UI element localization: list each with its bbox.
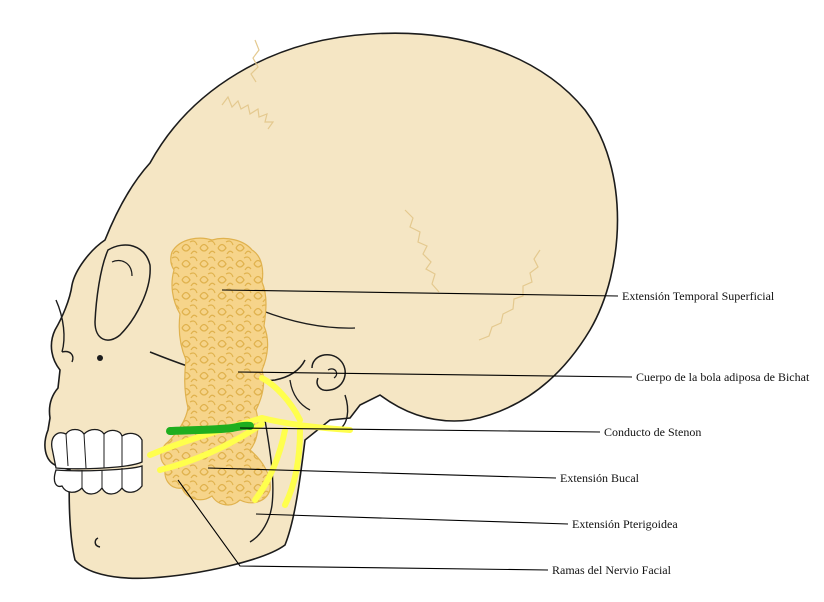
label-pterygoid-extension: Extensión Pterigoidea [572, 517, 678, 531]
skull [45, 33, 618, 578]
label-temporal-extension: Extensión Temporal Superficial [622, 289, 775, 303]
infraorbital-foramen [97, 355, 103, 361]
leader-pterygoid [256, 514, 568, 524]
lower-teeth [54, 466, 142, 494]
label-fat-pad-body: Cuerpo de la bola adiposa de Bichat [636, 370, 810, 384]
teeth [52, 430, 142, 495]
upper-teeth [52, 430, 142, 469]
label-stenon-duct: Conducto de Stenon [604, 425, 701, 439]
label-facial-nerve-branches: Ramas del Nervio Facial [552, 563, 672, 577]
stenon-duct [170, 426, 250, 431]
label-buccal-extension: Extensión Bucal [560, 471, 640, 485]
labels: Extensión Temporal Superficial Cuerpo de… [552, 289, 810, 577]
